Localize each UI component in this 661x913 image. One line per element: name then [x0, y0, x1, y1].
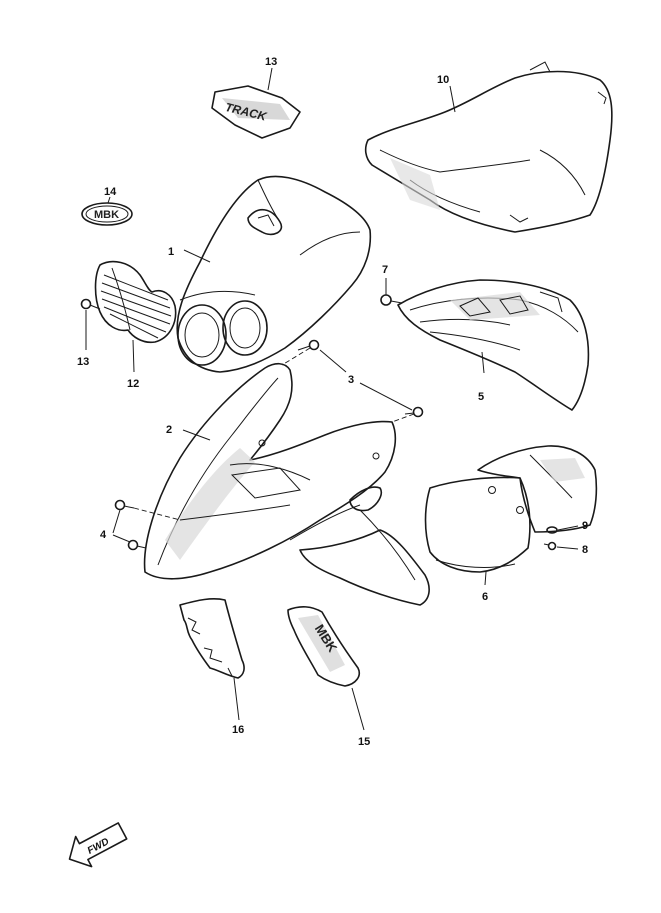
- fwd-direction-arrow: FWD: [68, 822, 128, 868]
- callout-4: 4: [100, 529, 107, 541]
- leader-4b: [112, 534, 131, 543]
- part-4-screws: [114, 499, 147, 551]
- callout-12: 12: [127, 378, 139, 390]
- leader-2: [182, 429, 211, 441]
- part-12-front-grille: [94, 260, 177, 344]
- leader-9: [557, 525, 579, 531]
- leader-12: [132, 339, 135, 373]
- part-15-mbk-side-decal: MBK: [287, 606, 361, 687]
- part-2-front-leg-shield: [143, 362, 430, 606]
- part-16-stripe-decal: [179, 598, 245, 679]
- callout-2: 2: [166, 424, 172, 436]
- part-14-mbk-badge: MBK: [81, 202, 133, 226]
- callout-16: 16: [232, 724, 244, 736]
- leader-15: [351, 687, 365, 731]
- callout-3: 3: [348, 374, 354, 386]
- leader-5: [481, 351, 485, 374]
- leader-10: [449, 85, 456, 113]
- assembly-line-3b: [391, 413, 415, 423]
- leader-4a: [112, 509, 121, 534]
- callout-1: 1: [168, 246, 174, 258]
- callout-8: 8: [582, 544, 588, 556]
- part-13-track-decal: TRACK: [211, 85, 301, 139]
- leader-13a: [267, 67, 273, 91]
- assembly-line-3a: [281, 347, 311, 366]
- part-3-screws: [297, 339, 424, 418]
- part-6-lower-cover: [424, 445, 598, 573]
- part-8-screw: [543, 541, 557, 551]
- part-9-washer: [546, 526, 558, 534]
- leader-14: [107, 196, 111, 204]
- leader-6: [484, 571, 487, 586]
- callout-9: 9: [582, 520, 588, 532]
- leader-1: [183, 249, 211, 263]
- callout-13-lower: 13: [77, 356, 89, 368]
- leader-16: [233, 677, 240, 721]
- callout-14: 14: [104, 186, 117, 198]
- part-7-bolt: [380, 294, 403, 306]
- leader-3b: [359, 382, 413, 411]
- part-1-front-upper-cover: [176, 175, 372, 373]
- callout-10: 10: [437, 74, 449, 86]
- leader-3a: [319, 349, 347, 373]
- leader-8: [556, 546, 579, 550]
- callout-13-top: 13: [265, 56, 277, 68]
- assembly-line-4: [133, 507, 181, 521]
- part-5-inner-panel: [397, 279, 590, 411]
- badge-mbk-text: MBK: [94, 209, 119, 221]
- callout-7: 7: [382, 264, 388, 276]
- callout-6: 6: [482, 591, 488, 603]
- part-13-screw: [80, 298, 101, 310]
- part-10-rear-seat-cover: [364, 61, 613, 233]
- callout-5: 5: [478, 391, 484, 403]
- callout-15: 15: [358, 736, 370, 748]
